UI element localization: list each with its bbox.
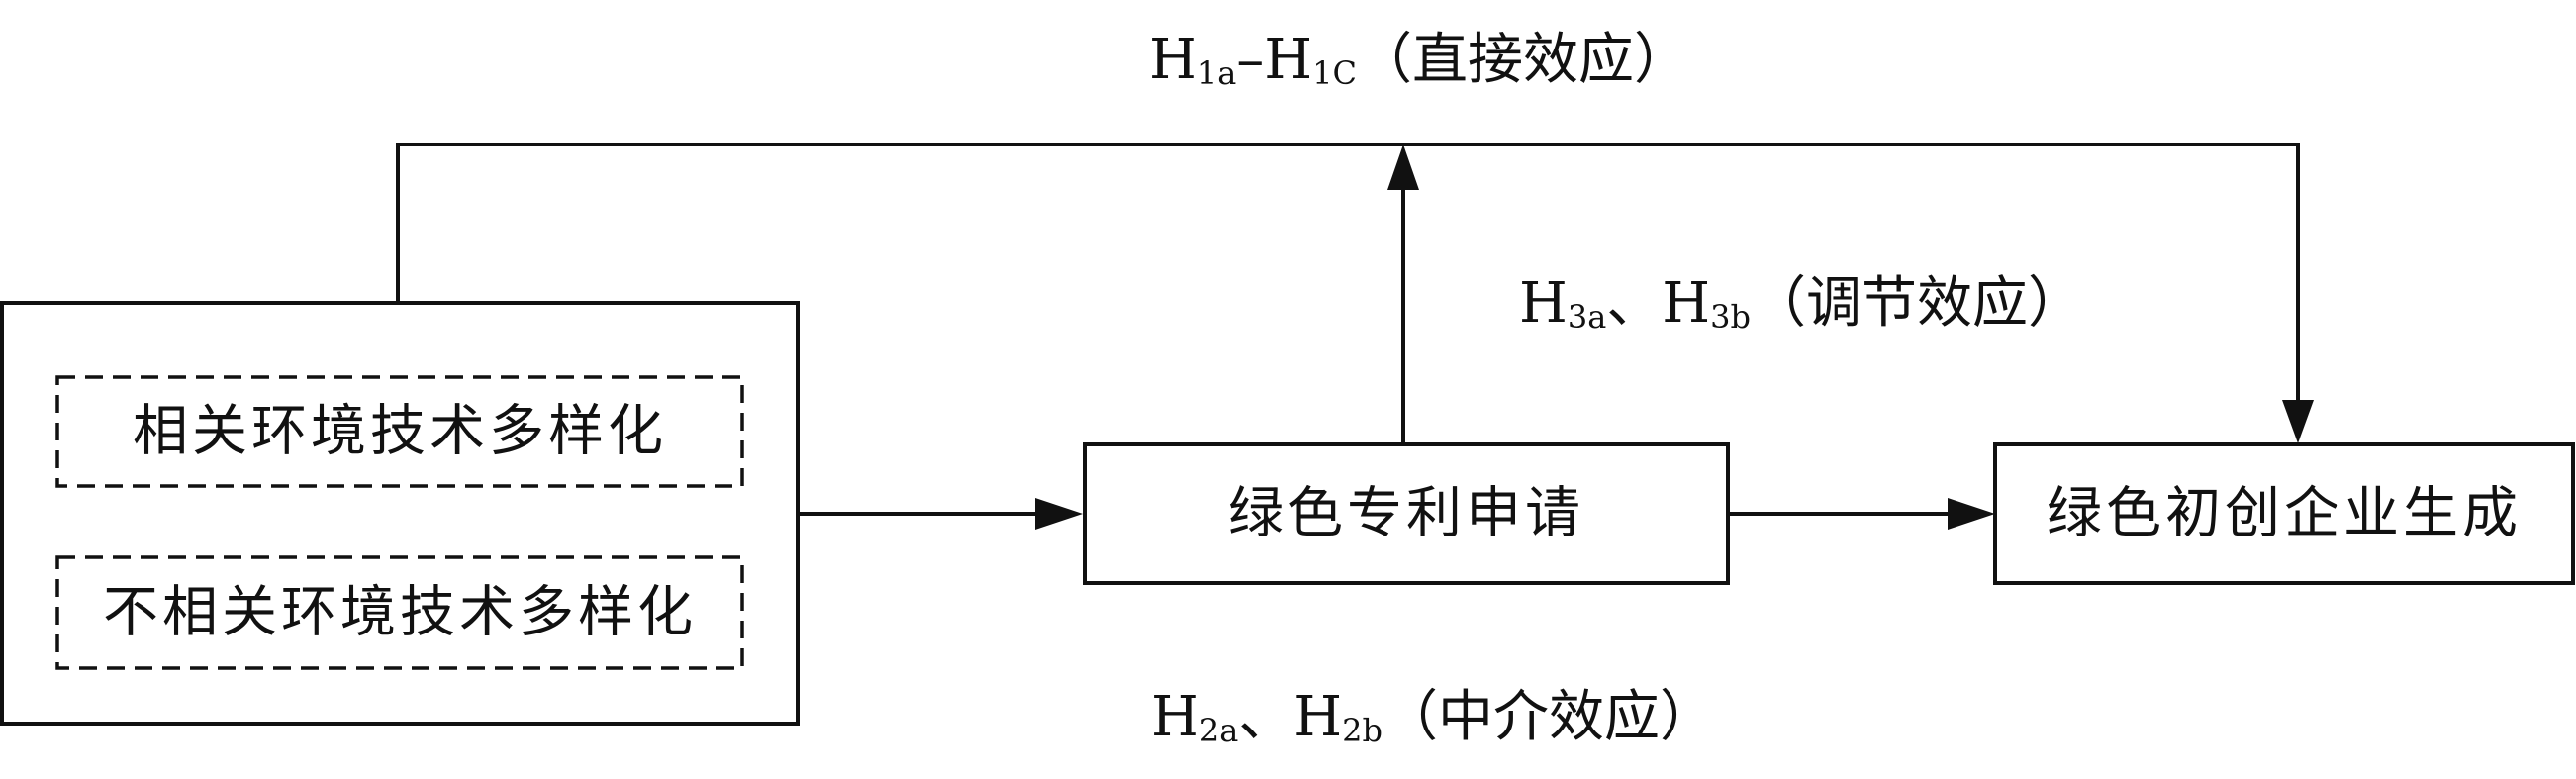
mediating-effect-h1: H <box>1151 685 1199 749</box>
mediating-effect-sep: 、 <box>1238 685 1293 749</box>
related-diversity-label: 相关环境技术多样化 <box>133 400 667 464</box>
moderating-effect-h2: H <box>1662 271 1710 336</box>
related-diversity-box <box>55 375 744 488</box>
mediation-arrowhead-1 <box>1035 498 1083 530</box>
direct-effect-h2: H <box>1264 28 1312 92</box>
mediating-effect-h2: H <box>1293 685 1342 749</box>
green-startup-box <box>1993 442 2575 585</box>
moderating-effect-text: （调节效应） <box>1751 271 2083 336</box>
direct-effect-h1-sub: 1a <box>1197 54 1236 92</box>
green-patent-label: 绿色专利申请 <box>1228 482 1584 546</box>
direct-effect-text: （直接效应） <box>1357 28 1689 92</box>
moderating-effect-h2-sub: 3b <box>1710 298 1751 336</box>
direct-effect-path <box>396 143 2300 406</box>
unrelated-diversity-box <box>55 555 744 670</box>
moderating-effect-h1-sub: 3a <box>1568 298 1606 336</box>
mediating-effect-text: （中介效应） <box>1383 685 1715 749</box>
green-startup-label: 绿色初创企业生成 <box>2047 482 2522 546</box>
mediation-arrowhead-2 <box>1948 498 1995 530</box>
moderating-effect-h1: H <box>1519 271 1568 336</box>
unrelated-diversity-label: 不相关环境技术多样化 <box>103 581 697 645</box>
mediating-effect-h2-sub: 2b <box>1342 712 1383 749</box>
direct-effect-dash: – <box>1236 28 1264 92</box>
mediating-effect-h1-sub: 2a <box>1199 712 1238 749</box>
moderating-effect-label: H3a、H3b（调节效应） <box>1519 271 2083 337</box>
environmental-tech-diversity-group <box>0 301 800 726</box>
direct-effect-label: H1a–H1C（直接效应） <box>1149 28 1689 93</box>
mediating-effect-label: H2a、H2b（中介效应） <box>1151 685 1715 750</box>
green-patent-box <box>1083 442 1730 585</box>
direct-effect-h2-sub: 1C <box>1312 54 1357 92</box>
direct-effect-h1: H <box>1149 28 1197 92</box>
direct-effect-arrowhead <box>2282 400 2314 443</box>
moderating-effect-arrowhead <box>1387 145 1419 190</box>
moderating-effect-sep: 、 <box>1606 271 1662 336</box>
